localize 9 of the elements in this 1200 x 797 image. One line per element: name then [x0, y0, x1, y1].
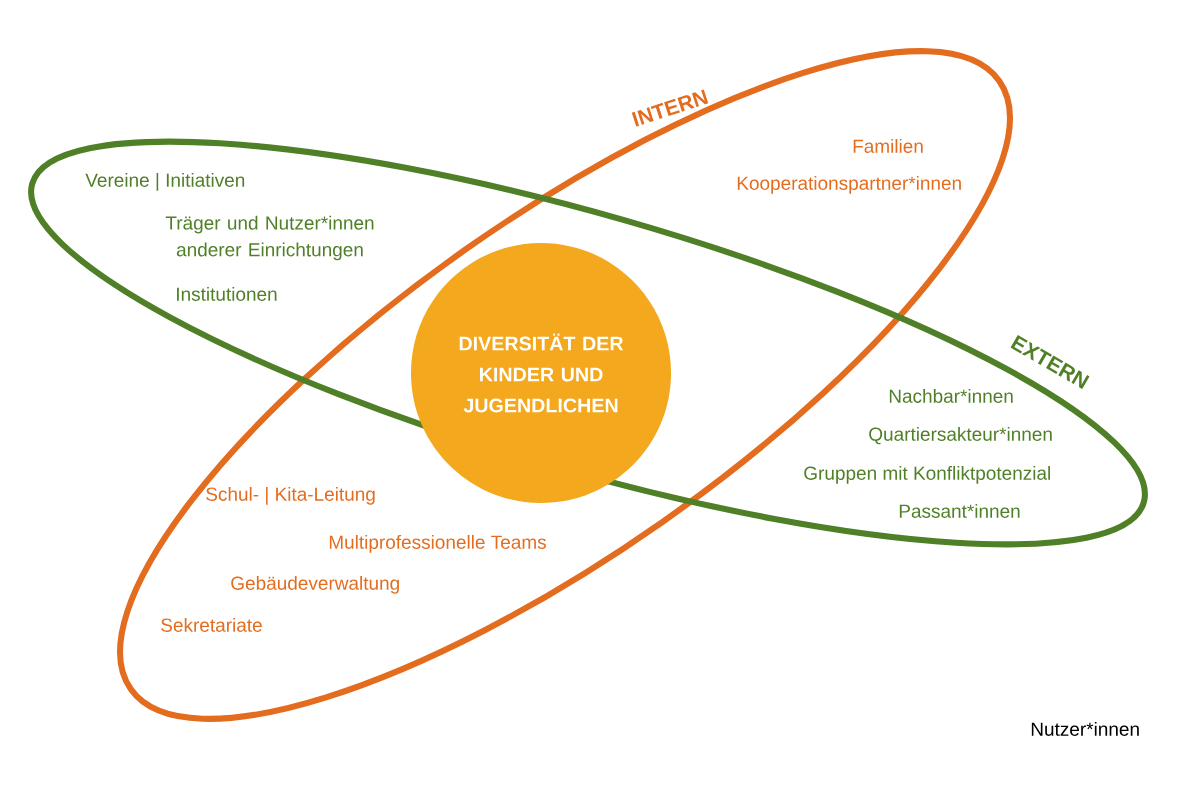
label: Träger und Nutzer*innen anderer Einrichtungen	[165, 215, 374, 261]
label: Familien	[853, 139, 923, 153]
label: Nutzer*innen	[1031, 721, 1139, 736]
label: Sekretariate	[161, 617, 262, 632]
label: Nachbar*innen	[889, 388, 1013, 403]
label: Institutionen	[177, 286, 277, 301]
label: Kooperationspartner*innen	[737, 175, 961, 194]
label: Gebäudeverwaltung	[231, 575, 399, 594]
label: Schul- | Kita-Leitung	[206, 486, 375, 505]
